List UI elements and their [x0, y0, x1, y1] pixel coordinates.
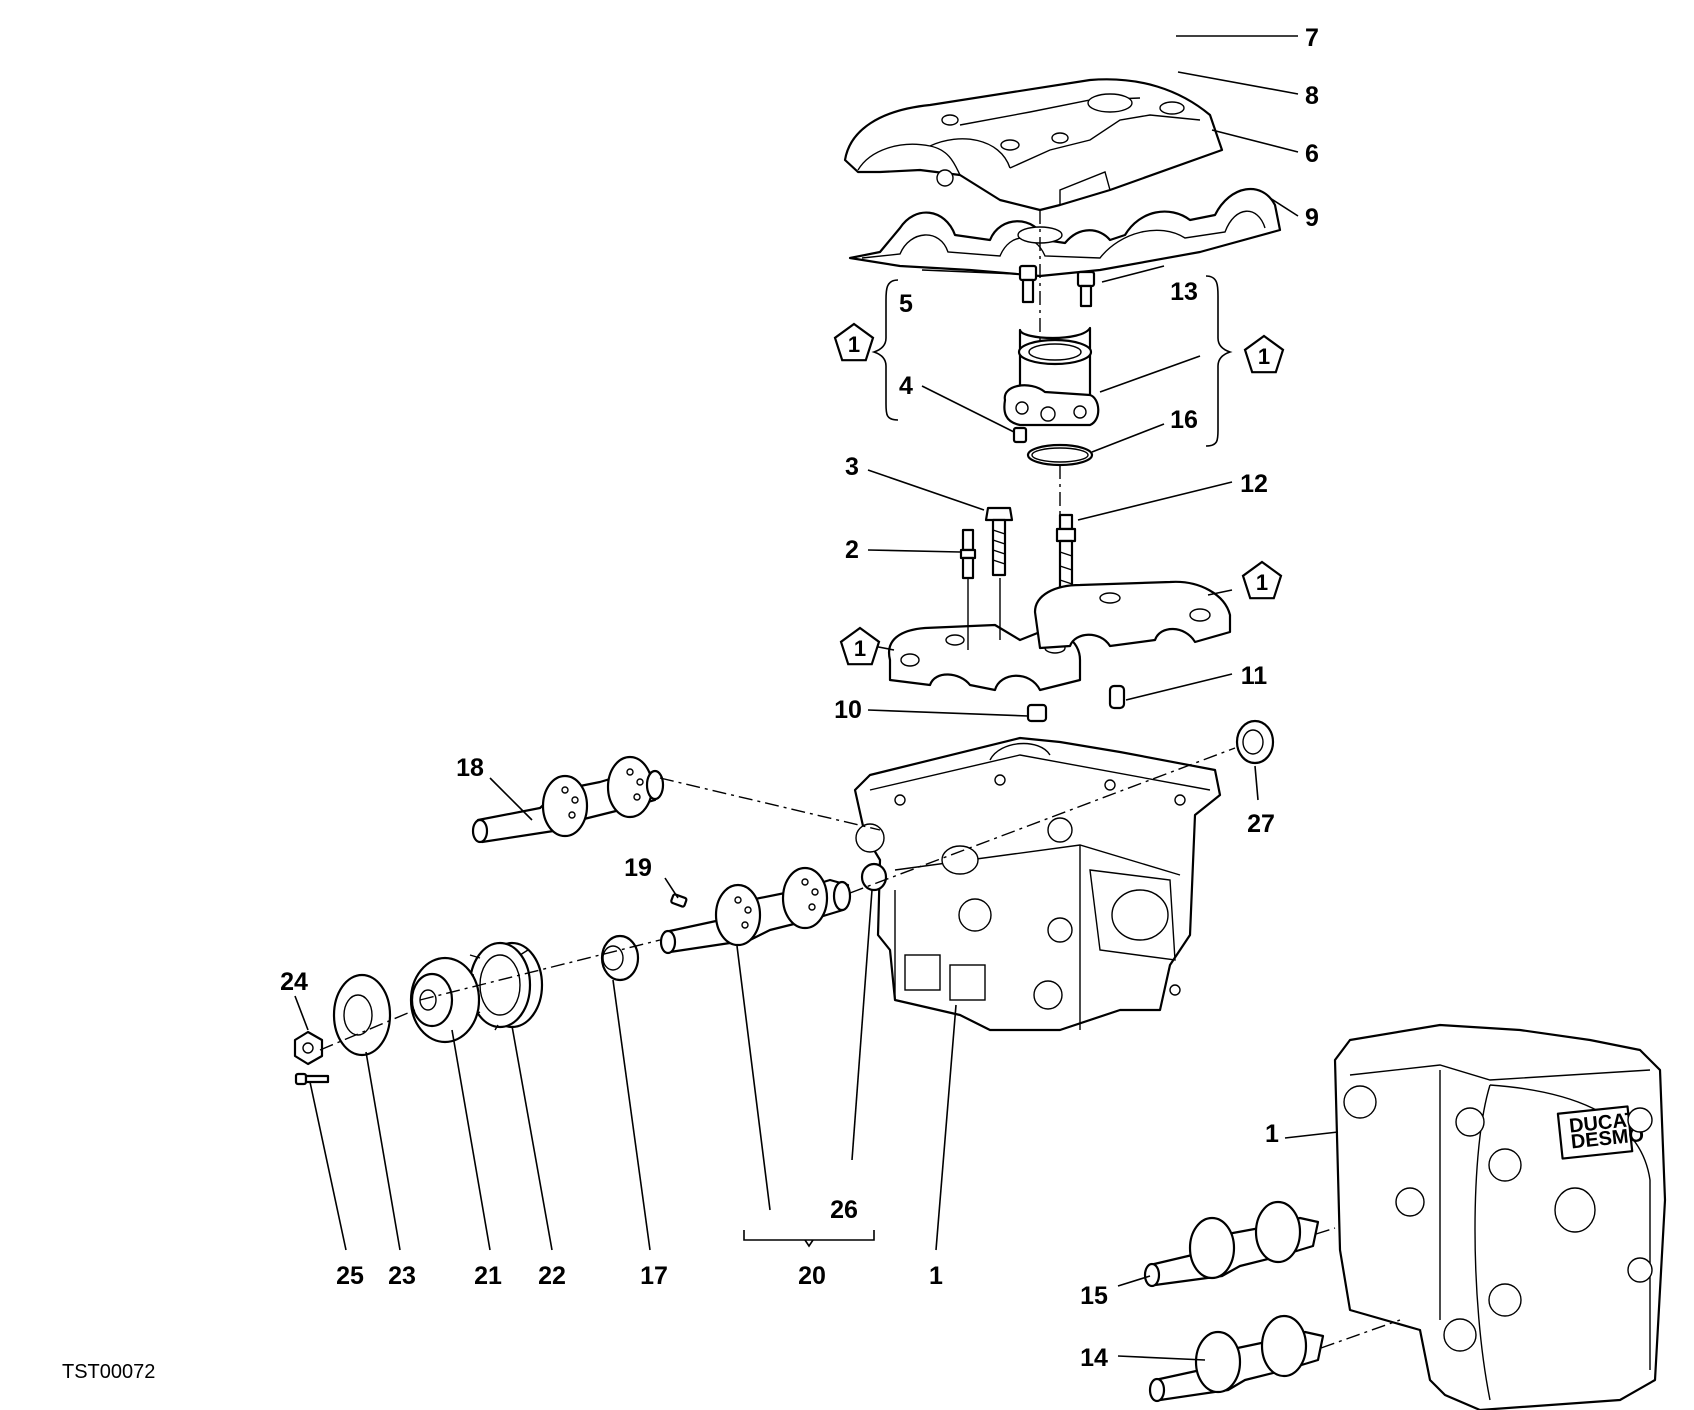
label-9: 9	[1305, 204, 1319, 232]
label-8: 8	[1305, 82, 1319, 110]
nut-24-drawing	[293, 1030, 324, 1066]
cap-screw-13-drawing	[1076, 270, 1096, 308]
figure-code: TST00072	[62, 1361, 155, 1383]
hub-21-drawing	[409, 956, 481, 1044]
dowel-4-drawing	[1012, 426, 1028, 444]
label-2: 2	[845, 536, 859, 564]
label-4: 4	[899, 372, 913, 400]
bearing-housing-drawing	[1003, 326, 1100, 427]
label-6: 6	[1305, 140, 1319, 168]
label-27: 27	[1247, 810, 1275, 838]
label-25: 25	[336, 1262, 364, 1290]
label-3: 3	[845, 453, 859, 481]
camshaft-15-drawing	[1143, 1200, 1320, 1288]
label-18: 18	[456, 754, 484, 782]
label-15: 15	[1080, 1282, 1108, 1310]
pentagon-marker-4	[1241, 560, 1283, 600]
label-10: 10	[834, 696, 862, 724]
head-cover-drawing	[843, 78, 1224, 212]
camshaft-cap-left-drawing	[887, 623, 1082, 692]
pentagon-marker-1	[833, 322, 875, 362]
assembly-axes	[319, 210, 1401, 1349]
camshaft-cap-right-drawing	[1033, 580, 1232, 650]
bolt-3-drawing	[984, 506, 1014, 577]
pulley-22-drawing	[464, 941, 544, 1031]
label-1-main: 1	[929, 1262, 943, 1290]
label-12: 12	[1240, 470, 1268, 498]
pentagon-marker-label: 1	[848, 332, 860, 357]
label-16: 16	[1170, 406, 1198, 434]
screw-25-drawing	[294, 1072, 330, 1086]
leader-lines	[294, 35, 1339, 1361]
label-20: 20	[798, 1262, 826, 1290]
label-7: 7	[1305, 24, 1319, 52]
key-19-drawing	[670, 893, 688, 908]
label-19: 19	[624, 854, 652, 882]
pentagon-marker-label: 1	[1256, 570, 1268, 595]
washer-23-drawing	[332, 973, 392, 1057]
label-5: 5	[899, 290, 913, 318]
pentagon-marker-label: 1	[1258, 344, 1270, 369]
callout-labels: 7 8 6 9 5 13 4 16 3 12 2 11 10 18 27 19 …	[280, 24, 1319, 1372]
label-1-side: 1	[1265, 1120, 1279, 1148]
gasket-drawing	[848, 187, 1282, 278]
pentagon-markers: 1 1 1 1	[833, 322, 1285, 666]
dowel-11-drawing	[1108, 684, 1126, 710]
label-11: 11	[1241, 662, 1268, 690]
dowel-10-drawing	[1026, 703, 1048, 723]
pentagon-marker-2	[1243, 334, 1285, 374]
cylinder-head-side-drawing: DUCATI DESMO	[1333, 1023, 1667, 1410]
seal-17-drawing	[600, 934, 640, 982]
camshaft-20-drawing	[659, 866, 852, 955]
camshaft-18-drawing	[471, 755, 665, 844]
label-14: 14	[1080, 1344, 1108, 1372]
plug-26-drawing	[860, 862, 888, 892]
seal-27-drawing	[1235, 719, 1275, 765]
o-ring-16-drawing	[1026, 443, 1094, 467]
group-braces	[871, 275, 1233, 447]
label-24: 24	[280, 968, 308, 996]
label-22: 22	[538, 1262, 566, 1290]
label-21: 21	[474, 1262, 502, 1290]
camshaft-14-drawing	[1148, 1314, 1325, 1403]
label-13: 13	[1170, 278, 1198, 306]
cap-screw-5-drawing	[1018, 264, 1038, 304]
label-23: 23	[388, 1262, 416, 1290]
cylinder-head-drawing	[853, 736, 1222, 1032]
label-17: 17	[640, 1262, 668, 1290]
label-26: 26	[830, 1196, 858, 1224]
pentagon-marker-3	[839, 626, 881, 666]
pentagon-marker-label: 1	[854, 636, 866, 661]
stud-2-drawing	[959, 528, 977, 580]
